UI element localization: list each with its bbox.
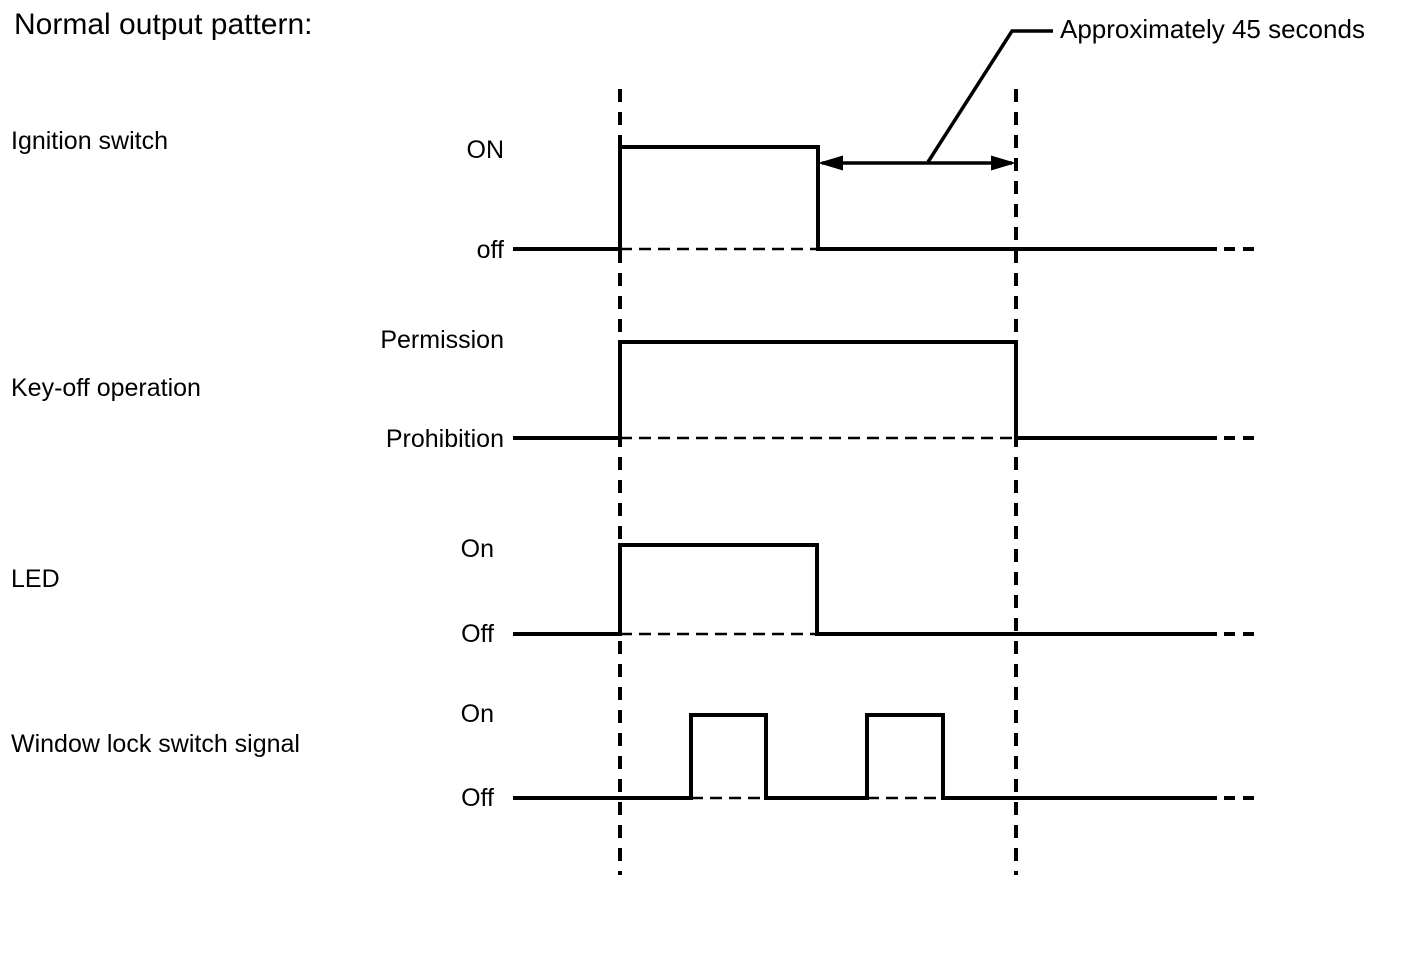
level-label-permission: Permission	[380, 326, 504, 354]
interval-arrow	[818, 155, 1016, 171]
level-label-ignition-on: ON	[467, 136, 505, 164]
signal-name-window-lock-switch: Window lock switch signal	[11, 730, 300, 758]
level-label-ignition-off: off	[477, 236, 504, 264]
waveform-ignition-switch	[513, 145, 1217, 251]
annotation-label: Approximately 45 seconds	[1060, 14, 1365, 44]
signal-name-ignition-switch: Ignition switch	[11, 127, 168, 155]
level-label-led-off: Off	[461, 620, 494, 648]
waveform-window-lock-switch	[513, 713, 1217, 800]
interval-arrow-left-head	[818, 155, 843, 171]
signal-name-key-off-operation: Key-off operation	[11, 374, 201, 402]
annotation-leader-line	[926, 29, 1053, 163]
diagram-title: Normal output pattern:	[14, 8, 313, 41]
signal-row-window-lock-switch: Window lock switch signal On Off	[11, 700, 1254, 812]
signal-row-ignition-switch: Ignition switch ON off	[11, 127, 1254, 264]
signal-name-led: LED	[11, 565, 60, 593]
interval-arrow-right-head	[991, 155, 1016, 171]
waveform-key-off-operation	[513, 340, 1217, 440]
level-label-prohibition: Prohibition	[386, 425, 504, 453]
level-label-window-lock-on: On	[461, 700, 494, 728]
signal-row-led: LED On Off	[11, 535, 1254, 648]
level-label-led-on: On	[461, 535, 494, 563]
waveform-led	[513, 543, 1217, 636]
signal-row-key-off-operation: Key-off operation Permission Prohibition	[11, 326, 1254, 453]
level-label-window-lock-off: Off	[461, 784, 494, 812]
